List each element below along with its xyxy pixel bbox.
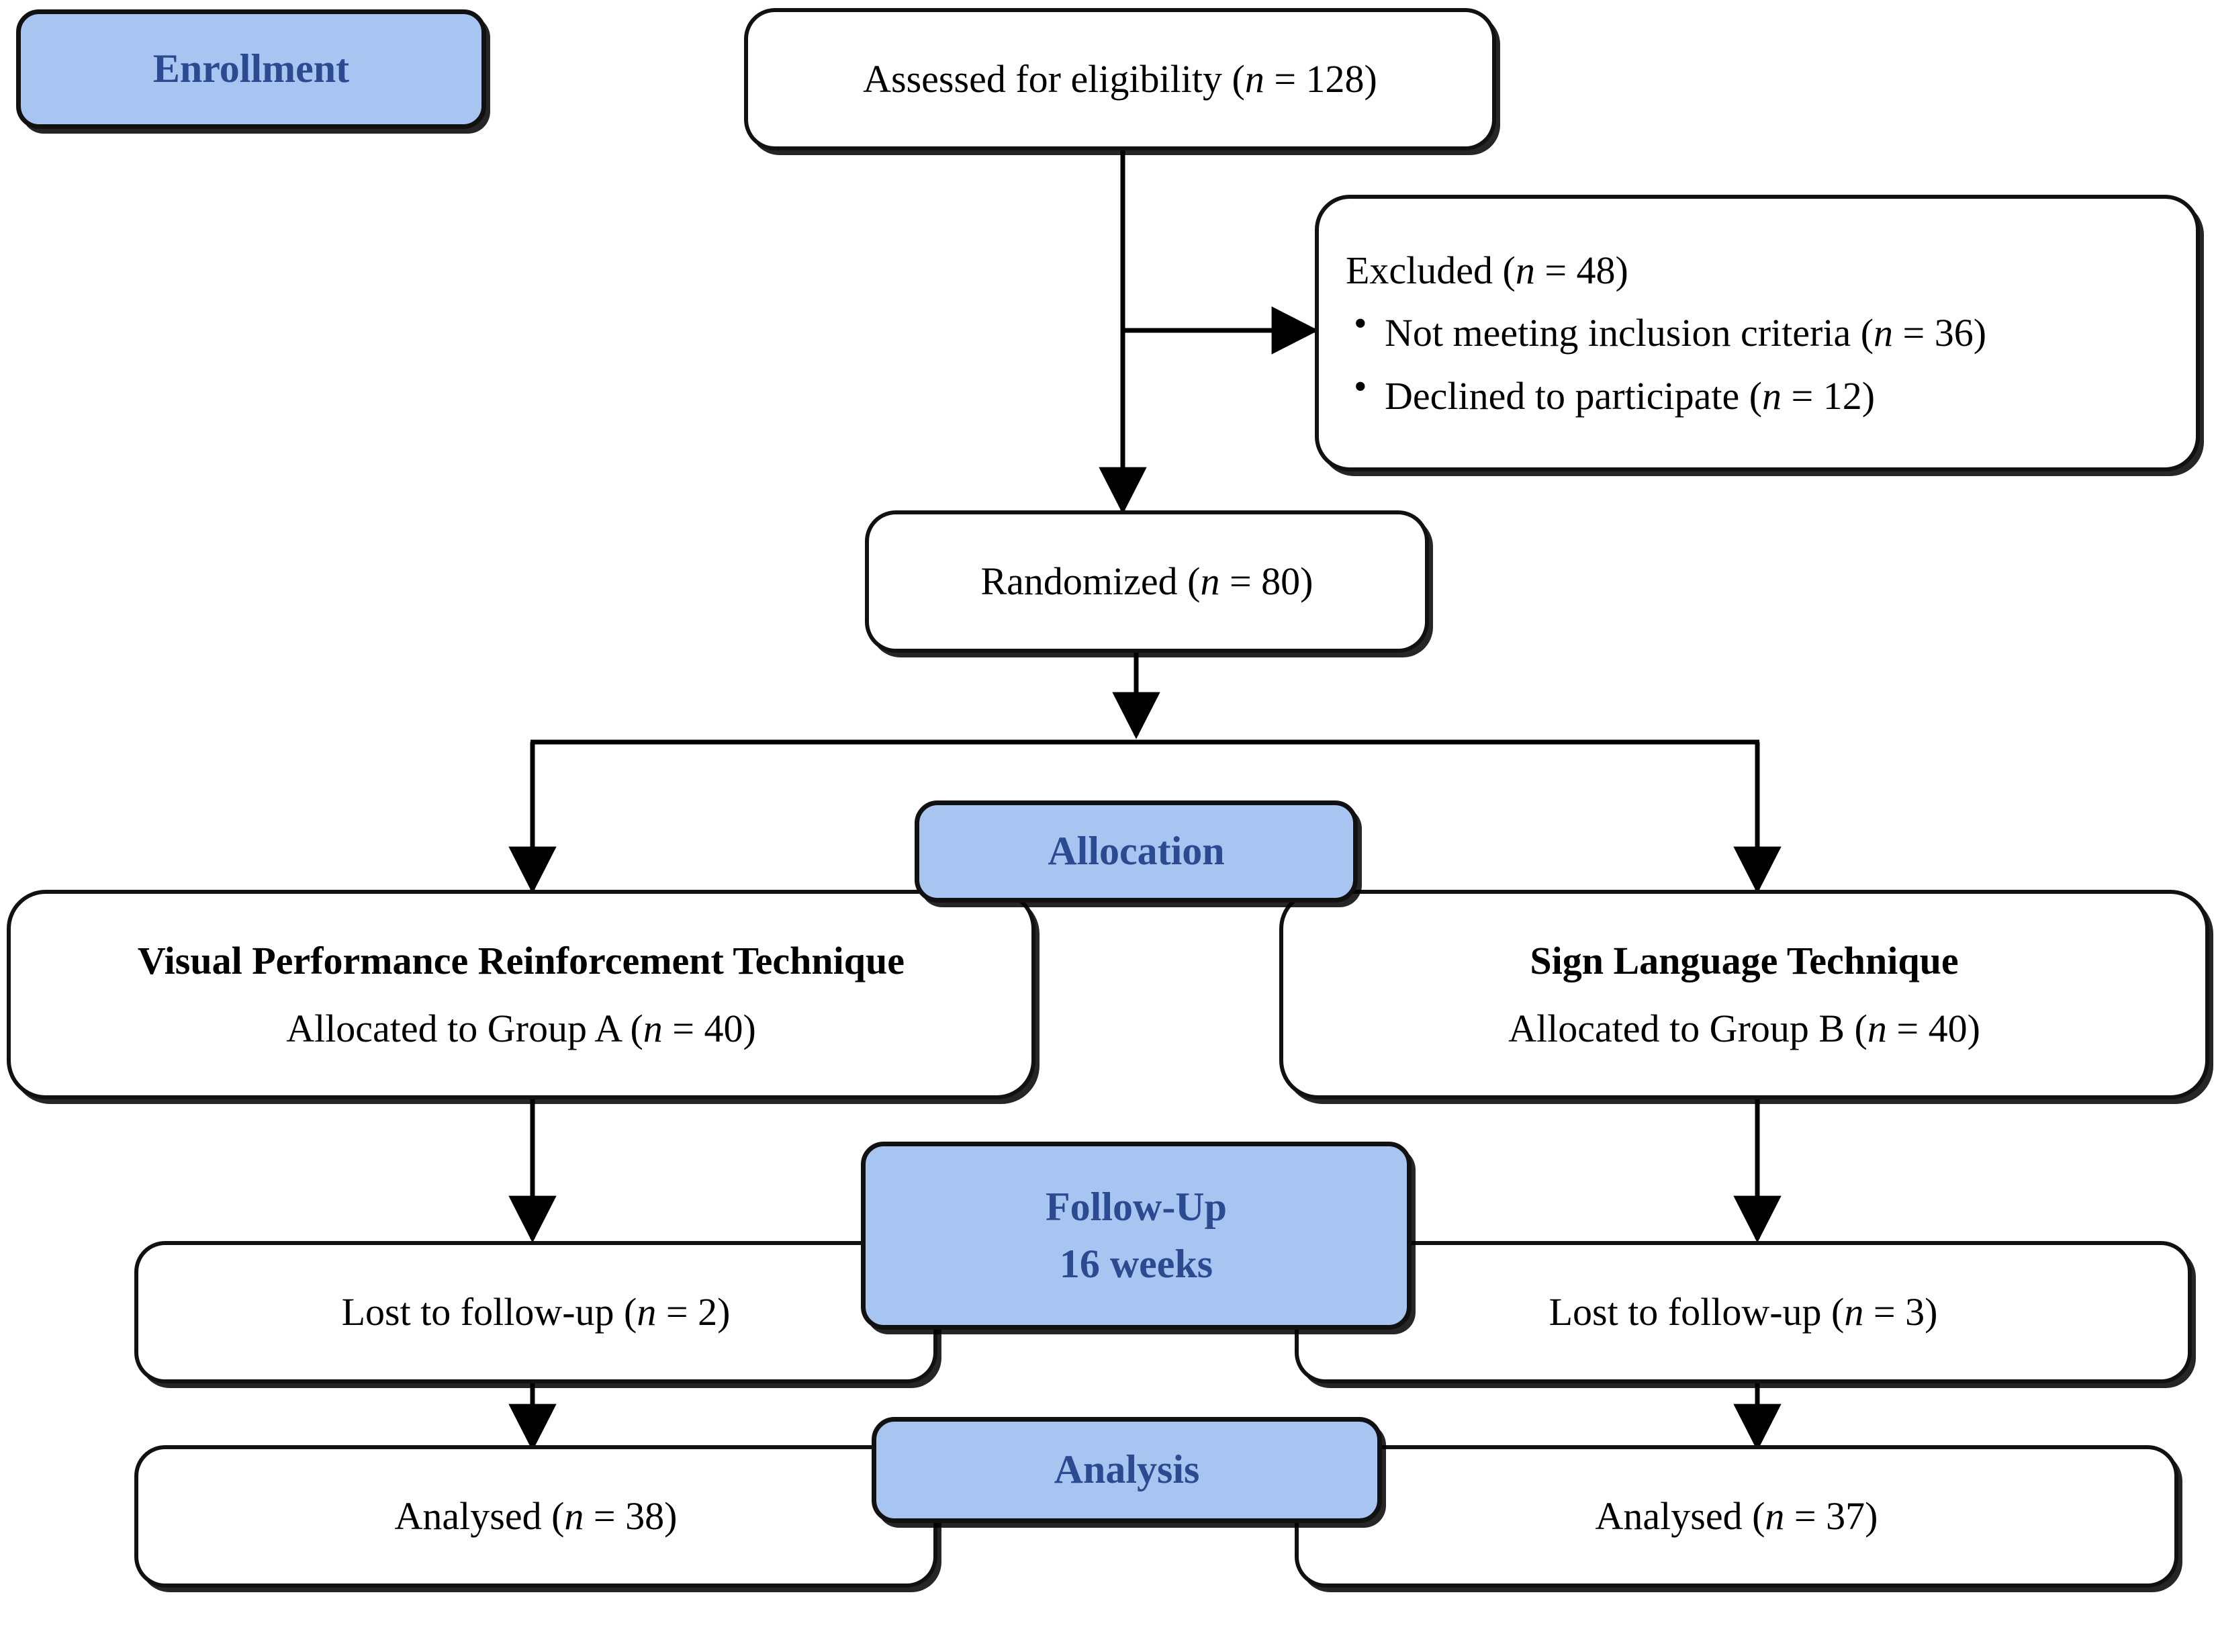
group-a-technique: Visual Performance Reinforcement Techniq…: [137, 938, 905, 982]
stage-label-analysis: Analysis: [872, 1417, 1382, 1523]
node-lost-to-followup-a: Lost to follow-up (n = 2): [134, 1241, 937, 1383]
lost-b-text: Lost to follow-up (n = 3): [1549, 1290, 1938, 1334]
list-item: Not meeting inclusion criteria (n = 36): [1354, 305, 1986, 358]
stage-label-followup-duration: 16 weeks: [1059, 1242, 1213, 1286]
group-b-allocation: Allocated to Group B (n = 40): [1508, 1007, 1980, 1050]
node-group-b: Sign Language Technique Allocated to Gro…: [1279, 890, 2209, 1099]
excluded-reason-list: Not meeting inclusion criteria (n = 36) …: [1346, 295, 1986, 421]
analysed-a-text: Analysed (n = 38): [394, 1494, 678, 1539]
list-item: Declined to participate (n = 12): [1354, 368, 1986, 421]
stage-label-analysis-text: Analysis: [1054, 1447, 1200, 1492]
lost-a-text: Lost to follow-up (n = 2): [341, 1290, 731, 1334]
stage-label-enrollment: Enrollment: [16, 9, 486, 129]
stage-label-enrollment-text: Enrollment: [152, 46, 350, 91]
group-a-allocation: Allocated to Group A (n = 40): [286, 1007, 756, 1050]
group-b-technique: Sign Language Technique: [1530, 938, 1959, 982]
node-assessed-for-eligibility: Assessed for eligibility (n = 128): [744, 8, 1496, 150]
node-lost-to-followup-b: Lost to follow-up (n = 3): [1295, 1241, 2192, 1383]
stage-label-followup-title: Follow-Up: [1046, 1184, 1227, 1229]
stage-label-followup: Follow-Up 16 weeks: [861, 1142, 1412, 1330]
node-analysed-b: Analysed (n = 37): [1295, 1445, 2178, 1588]
node-analysed-a: Analysed (n = 38): [134, 1445, 937, 1588]
analysed-b-text: Analysed (n = 37): [1595, 1494, 1878, 1539]
node-group-a: Visual Performance Reinforcement Techniq…: [7, 890, 1035, 1099]
stage-label-allocation-text: Allocation: [1048, 829, 1225, 874]
assessed-text: Assessed for eligibility (n = 128): [863, 57, 1377, 101]
excluded-heading: Excluded (n = 48): [1346, 248, 1628, 292]
node-excluded: Excluded (n = 48) Not meeting inclusion …: [1315, 195, 2200, 471]
stage-label-allocation: Allocation: [915, 800, 1358, 903]
node-randomized: Randomized (n = 80): [865, 510, 1429, 653]
randomized-text: Randomized (n = 80): [980, 559, 1313, 604]
